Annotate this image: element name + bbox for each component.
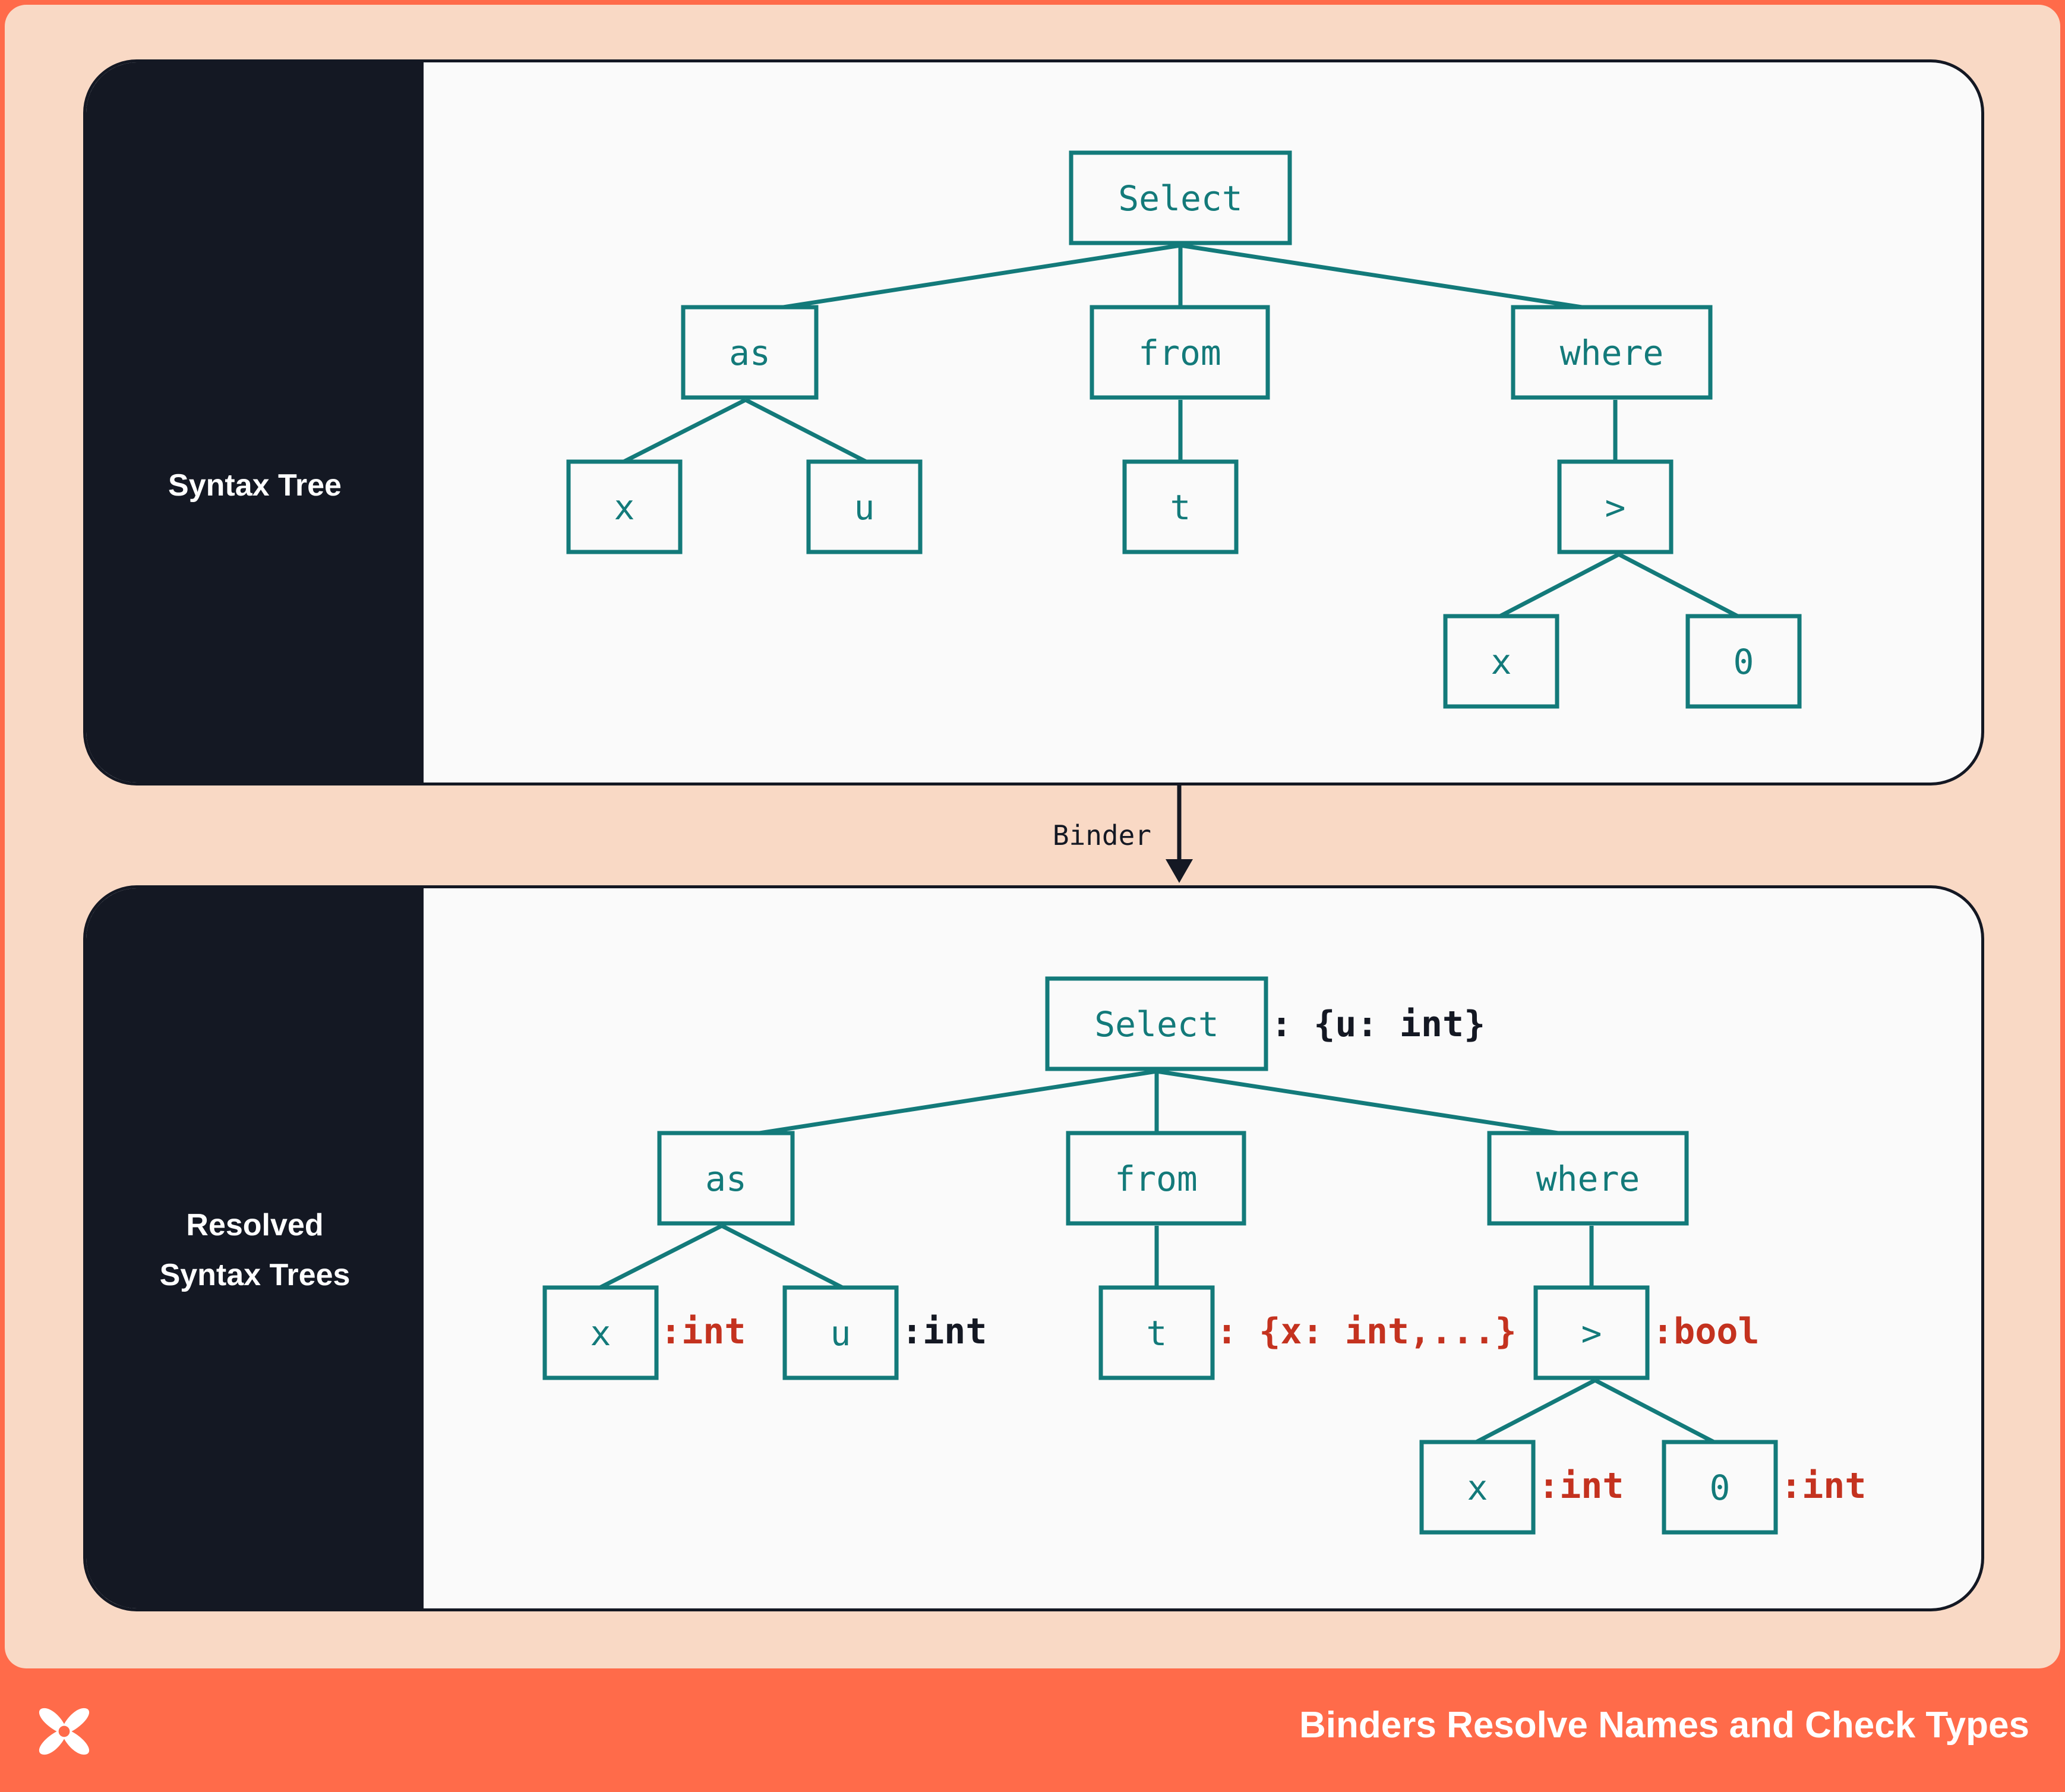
- svg-text:x: x: [614, 487, 635, 528]
- node-as: as: [657, 1131, 795, 1226]
- resolved-label-line1: Resolved: [186, 1208, 324, 1242]
- edge-as-u: [744, 397, 867, 464]
- svg-text:where: where: [1560, 333, 1664, 373]
- node-zero: 0: [1662, 1440, 1778, 1535]
- svg-text:>: >: [1581, 1313, 1602, 1354]
- svg-text:t: t: [1170, 487, 1191, 528]
- node-zero: 0: [1685, 614, 1802, 709]
- node-from: from: [1090, 305, 1270, 400]
- resolved-tree-panel: Resolved Syntax Trees Select : {u: int} …: [83, 885, 1984, 1611]
- edge-select-where: [1156, 1069, 1590, 1140]
- edge-select-as: [752, 243, 1181, 314]
- x-logo-icon: [39, 1708, 90, 1755]
- svg-text:t: t: [1147, 1313, 1167, 1354]
- node-u: u: [806, 459, 923, 554]
- syntax-tree-diagram: Select as from where x u t >: [566, 150, 1802, 709]
- node-t: t: [1122, 459, 1239, 554]
- syntax-tree-panel: Syntax Tree Select as from where: [83, 59, 1984, 785]
- annotation-zero-type: :int: [1780, 1465, 1867, 1507]
- edge-gt-x: [1499, 552, 1620, 619]
- annotation-x2-type: :int: [1538, 1465, 1624, 1507]
- svg-text:x: x: [1467, 1468, 1488, 1508]
- node-x: x: [542, 1285, 659, 1380]
- edge-gt-zero: [1594, 1378, 1715, 1444]
- syntax-tree-sidebar: Syntax Tree: [86, 62, 424, 783]
- annotation-u-type: :int: [901, 1311, 987, 1352]
- edge-gt-zero: [1618, 552, 1739, 619]
- node-select: Select: [1045, 976, 1268, 1071]
- svg-text:0: 0: [1734, 642, 1754, 682]
- annotation-x-type: :int: [660, 1311, 746, 1352]
- node-x2: x: [1419, 1440, 1536, 1535]
- node-gt: >: [1533, 1285, 1650, 1380]
- svg-text:as: as: [705, 1159, 747, 1199]
- resolved-label-line2: Syntax Trees: [159, 1258, 351, 1292]
- node-gt: >: [1557, 459, 1674, 554]
- edge-select-where: [1180, 243, 1614, 314]
- edge-gt-x: [1475, 1378, 1596, 1444]
- node-where: where: [1487, 1131, 1689, 1226]
- node-u: u: [782, 1285, 899, 1380]
- annotation-gt-type: :bool: [1652, 1311, 1760, 1352]
- footer-title: Binders Resolve Names and Check Types: [1299, 1705, 2029, 1746]
- node-as: as: [681, 305, 819, 400]
- svg-text:x: x: [1491, 642, 1512, 682]
- svg-text:u: u: [831, 1313, 851, 1354]
- svg-text:Select: Select: [1118, 178, 1243, 219]
- edge-as-x: [623, 397, 747, 464]
- svg-text:from: from: [1138, 333, 1221, 373]
- syntax-tree-label: Syntax Tree: [168, 468, 342, 503]
- annotation-select-type: : {u: int}: [1271, 1004, 1485, 1045]
- svg-text:>: >: [1605, 487, 1626, 528]
- svg-text:x: x: [591, 1313, 611, 1354]
- svg-text:as: as: [729, 333, 771, 373]
- svg-text:u: u: [854, 487, 875, 528]
- annotation-t-type: : {x: int,...}: [1216, 1311, 1517, 1352]
- svg-text:where: where: [1536, 1159, 1640, 1199]
- edge-as-u: [721, 1223, 844, 1290]
- resolved-tree-diagram: Select : {u: int} as from where x :int u…: [542, 976, 1867, 1535]
- svg-text:0: 0: [1710, 1468, 1731, 1508]
- node-x: x: [566, 459, 683, 554]
- node-t: t: [1098, 1285, 1215, 1380]
- resolved-tree-sidebar: Resolved Syntax Trees: [86, 888, 424, 1608]
- edge-as-x: [599, 1223, 723, 1290]
- svg-text:from: from: [1114, 1159, 1198, 1199]
- node-x2: x: [1443, 614, 1559, 709]
- node-select: Select: [1069, 150, 1292, 245]
- edge-select-as: [728, 1069, 1157, 1140]
- node-where: where: [1511, 305, 1713, 400]
- node-from: from: [1066, 1131, 1246, 1226]
- svg-text:Select: Select: [1094, 1004, 1219, 1045]
